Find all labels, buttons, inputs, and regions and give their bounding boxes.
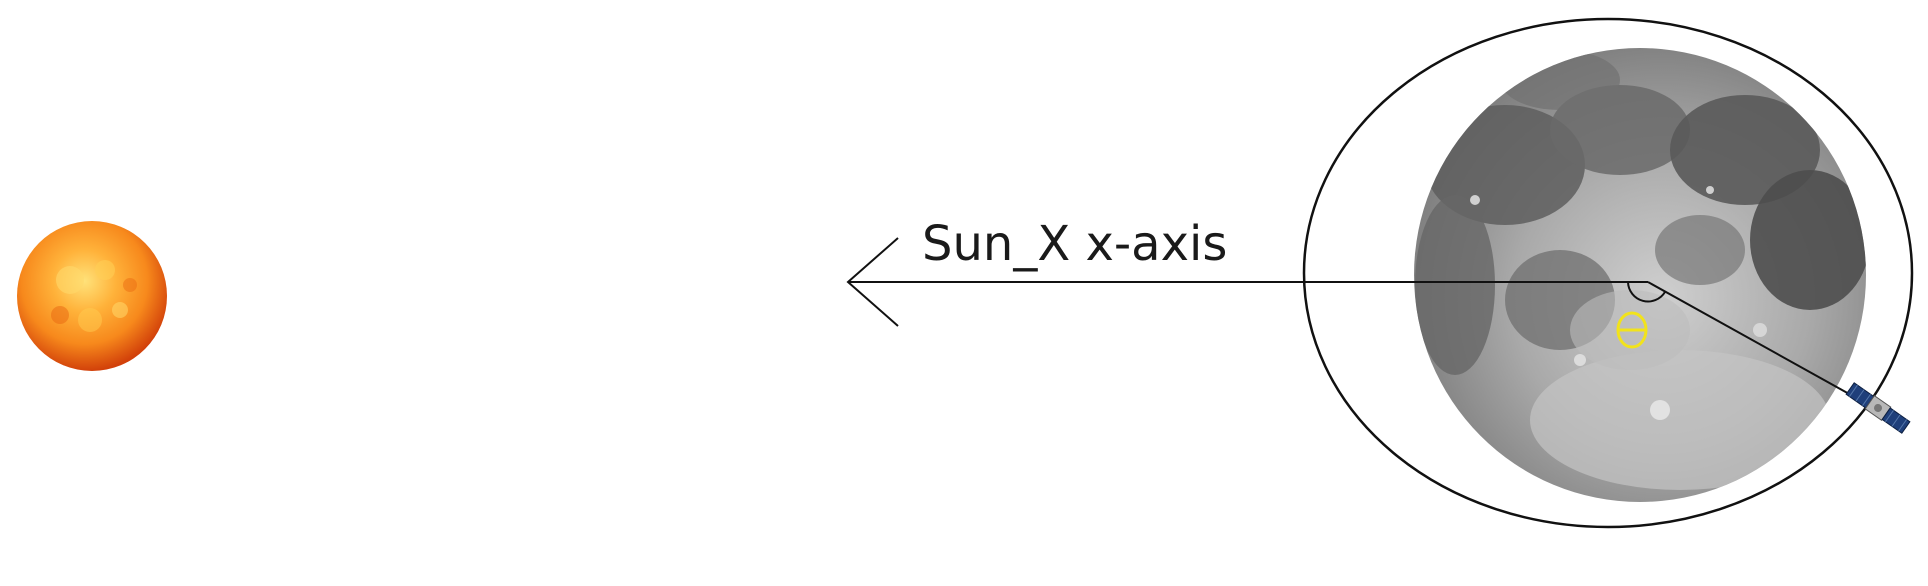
orbit-ellipse [1302,17,1914,529]
satellite-icon [1845,382,1911,434]
angle-arc [1627,281,1666,303]
theta-symbol [1616,311,1648,349]
sun-x-axis-arrow [846,237,1648,327]
satellite-line [1647,281,1861,401]
axis-label: Sun_X x-axis [922,216,1227,272]
sun-icon [17,221,167,371]
moon-icon [1414,48,1866,502]
